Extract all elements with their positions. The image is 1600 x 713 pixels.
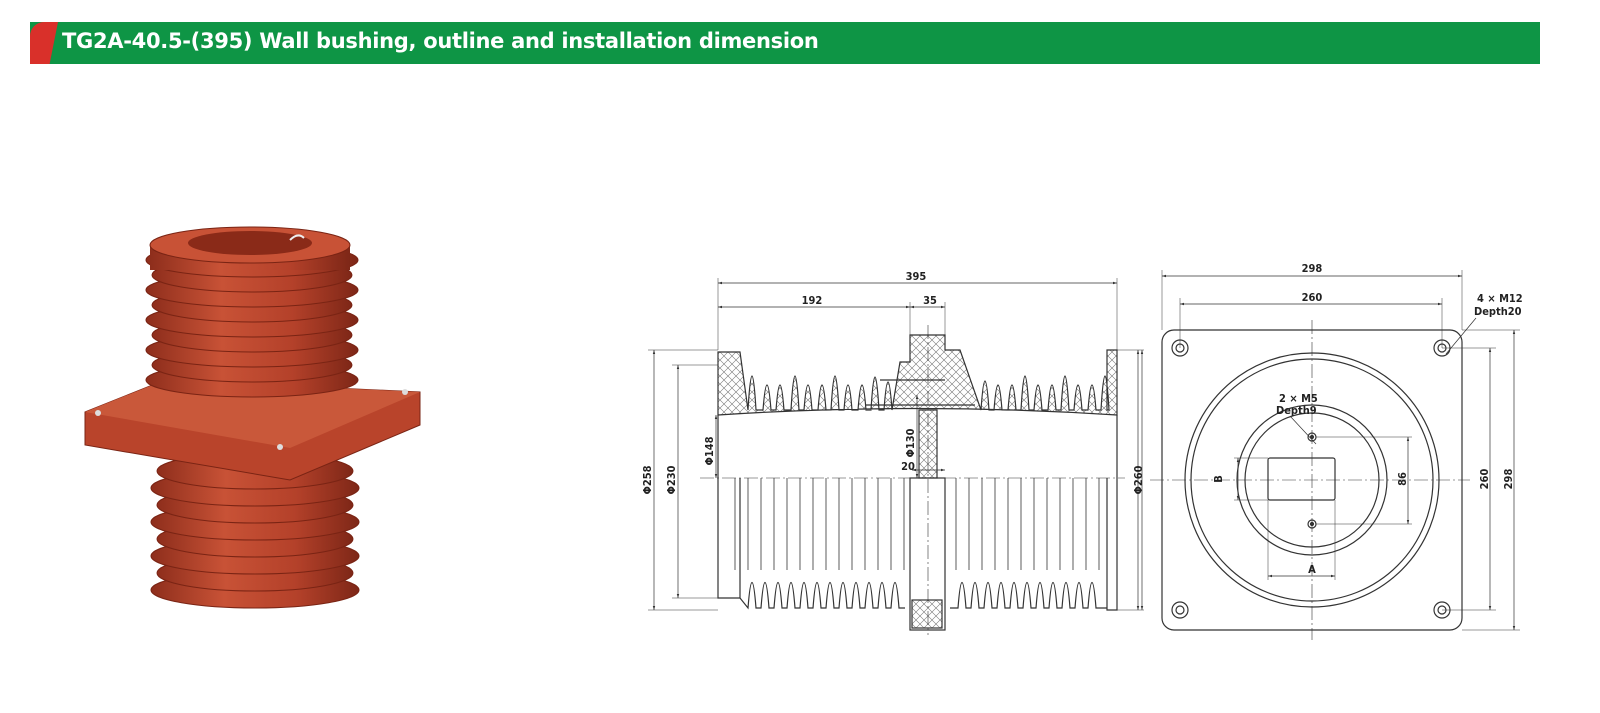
side-section-view xyxy=(648,278,1144,635)
right-end xyxy=(1106,415,1118,611)
upper-section-hatch xyxy=(717,334,1118,416)
front-dimensions: 298 260 4 × M12 Depth20 2 × M5 Depth9 B … xyxy=(1212,262,1523,576)
bolt xyxy=(402,389,408,395)
side-dimensions: 395 192 35 Φ258 Φ230 Φ148 Φ130 20 Φ260 xyxy=(641,270,1145,495)
bore-icon xyxy=(188,231,312,255)
dim-a: A xyxy=(1308,563,1316,576)
left-end xyxy=(717,415,741,599)
leader-line xyxy=(1289,415,1317,445)
dim-86: 86 xyxy=(1396,472,1409,486)
small-holes-label: 2 × M5 xyxy=(1279,392,1318,405)
dim-dia-230: Φ230 xyxy=(665,465,678,494)
dim-dia-130: Φ130 xyxy=(904,428,917,457)
dim-dia-148: Φ148 xyxy=(703,436,716,465)
dim-298-width: 298 xyxy=(1302,262,1323,275)
dim-b: B xyxy=(1212,475,1225,483)
dim-395: 395 xyxy=(906,270,927,283)
dim-260-width: 260 xyxy=(1302,291,1323,304)
dim-260-height: 260 xyxy=(1478,469,1491,490)
lower-fins-right xyxy=(950,582,1107,609)
terminal xyxy=(289,234,305,241)
dim-35: 35 xyxy=(923,294,937,307)
mount-holes-label: 4 × M12 xyxy=(1477,292,1523,305)
lower-fins-left xyxy=(739,582,905,610)
mount-depth-label: Depth20 xyxy=(1474,305,1522,318)
leader-line xyxy=(1445,317,1477,355)
dim-dia-260: Φ260 xyxy=(1132,465,1145,494)
window xyxy=(1267,457,1336,501)
dim-20: 20 xyxy=(901,460,915,473)
dim-dia-258: Φ258 xyxy=(641,465,654,494)
bushing-photo xyxy=(84,226,421,609)
flange-top xyxy=(85,380,420,448)
mount-hole-icon xyxy=(1171,601,1189,619)
dim-192: 192 xyxy=(802,294,823,307)
title-bar: TG2A-40.5-(395) Wall bushing, outline an… xyxy=(30,22,1540,64)
flange-foot xyxy=(911,599,943,629)
bolt xyxy=(95,410,101,416)
mount-hole-inner xyxy=(1175,605,1185,615)
front-flange-view xyxy=(1140,270,1520,640)
dim-298-height: 298 xyxy=(1502,469,1515,490)
bolt xyxy=(277,444,283,450)
small-depth-label: Depth9 xyxy=(1276,404,1317,417)
page-title: TG2A-40.5-(395) Wall bushing, outline an… xyxy=(62,29,819,53)
